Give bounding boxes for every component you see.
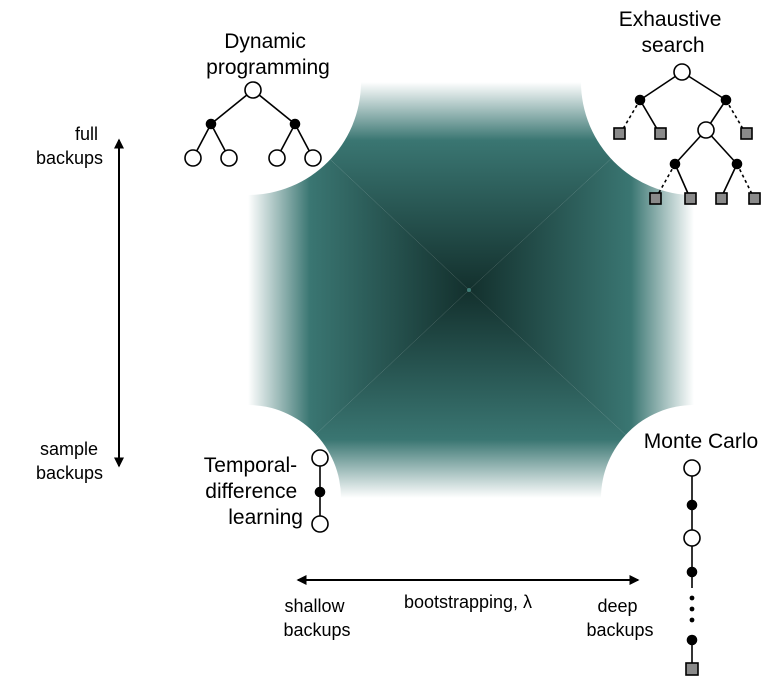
corner-label-dynamic-programming: Dynamic programming [206, 30, 330, 79]
state-node [304, 149, 322, 167]
action-node [669, 158, 681, 170]
corner-cutout-top-right [581, 0, 772, 195]
monte-carlo-backup-chain [683, 459, 701, 676]
terminal-node [654, 127, 667, 140]
horizontal-axis: bootstrapping, λ shallow backups deep ba… [283, 575, 654, 640]
action-node [634, 94, 646, 106]
terminal-node [685, 662, 699, 676]
region-top-quadrant [248, 82, 694, 290]
state-node [220, 149, 238, 167]
horizontal-axis-left-label: shallow backups [283, 596, 350, 640]
sample-backups-line-1: sample [40, 439, 98, 459]
region-center-dot [467, 288, 471, 292]
action-node [731, 158, 743, 170]
state-node [683, 529, 701, 547]
action-node [686, 634, 698, 646]
terminal-node [715, 192, 728, 205]
deep-backups-line-1: deep [597, 596, 637, 616]
td-backup-chain [311, 449, 329, 533]
state-node [268, 149, 286, 167]
corner-cutout-bottom-right [601, 405, 772, 591]
terminal-node [748, 192, 761, 205]
corner-cutout-top-left [135, 0, 361, 195]
state-node [673, 63, 691, 81]
corner-cutout-bottom-left [155, 405, 341, 591]
corner-label-monte-carlo: Monte Carlo [644, 430, 758, 453]
td-learning-line-1: Temporal- [204, 454, 297, 477]
exhaustive-search-line-2: search [641, 34, 704, 57]
action-node [205, 118, 217, 130]
action-node [686, 499, 698, 511]
vertical-axis: full backups sample backups [36, 124, 124, 483]
terminal-node [684, 192, 697, 205]
state-node [244, 81, 262, 99]
dynamic-programming-backup-tree [184, 81, 322, 167]
tree-edge [252, 89, 296, 125]
horizontal-axis-right-label: deep backups [586, 596, 653, 640]
horizontal-axis-center-label: bootstrapping, λ [404, 592, 532, 612]
state-node [697, 121, 715, 139]
exhaustive-search-tree [613, 63, 761, 205]
state-node [311, 449, 329, 467]
full-backups-line-1: full [75, 124, 98, 144]
td-learning-line-2: difference [205, 480, 297, 503]
dynamic-programming-line-1: Dynamic [224, 30, 306, 53]
terminal-node [613, 127, 626, 140]
action-node [686, 566, 698, 578]
vertical-axis-bottom-label: sample backups [36, 439, 103, 483]
state-node [184, 149, 202, 167]
sample-backups-line-2: backups [36, 463, 103, 483]
terminal-node [649, 192, 662, 205]
deep-backups-line-2: backups [586, 620, 653, 640]
tree-edge [210, 89, 254, 125]
action-node [314, 486, 326, 498]
corner-label-exhaustive-search: Exhaustive search [619, 8, 728, 57]
corner-label-temporal-difference-learning: Temporal- difference learning [204, 454, 303, 529]
td-learning-line-3: learning [228, 506, 303, 529]
region-right-quadrant [469, 82, 694, 498]
shallow-backups-line-1: shallow [284, 596, 345, 616]
region-bottom-quadrant [248, 290, 694, 498]
region-left-quadrant [248, 82, 469, 498]
terminal-node [740, 127, 753, 140]
ellipsis-dot [689, 617, 695, 623]
exhaustive-search-line-1: Exhaustive [619, 8, 722, 31]
full-backups-line-2: backups [36, 148, 103, 168]
action-node [720, 94, 732, 106]
ellipsis-dot [689, 606, 695, 612]
dynamic-programming-line-2: programming [206, 56, 330, 79]
state-node [311, 515, 329, 533]
backup-space-shaded-region [135, 0, 772, 591]
vertical-axis-top-label: full backups [36, 124, 103, 168]
action-node [289, 118, 301, 130]
shallow-backups-line-2: backups [283, 620, 350, 640]
ellipsis-dot [689, 595, 695, 601]
state-node [683, 459, 701, 477]
